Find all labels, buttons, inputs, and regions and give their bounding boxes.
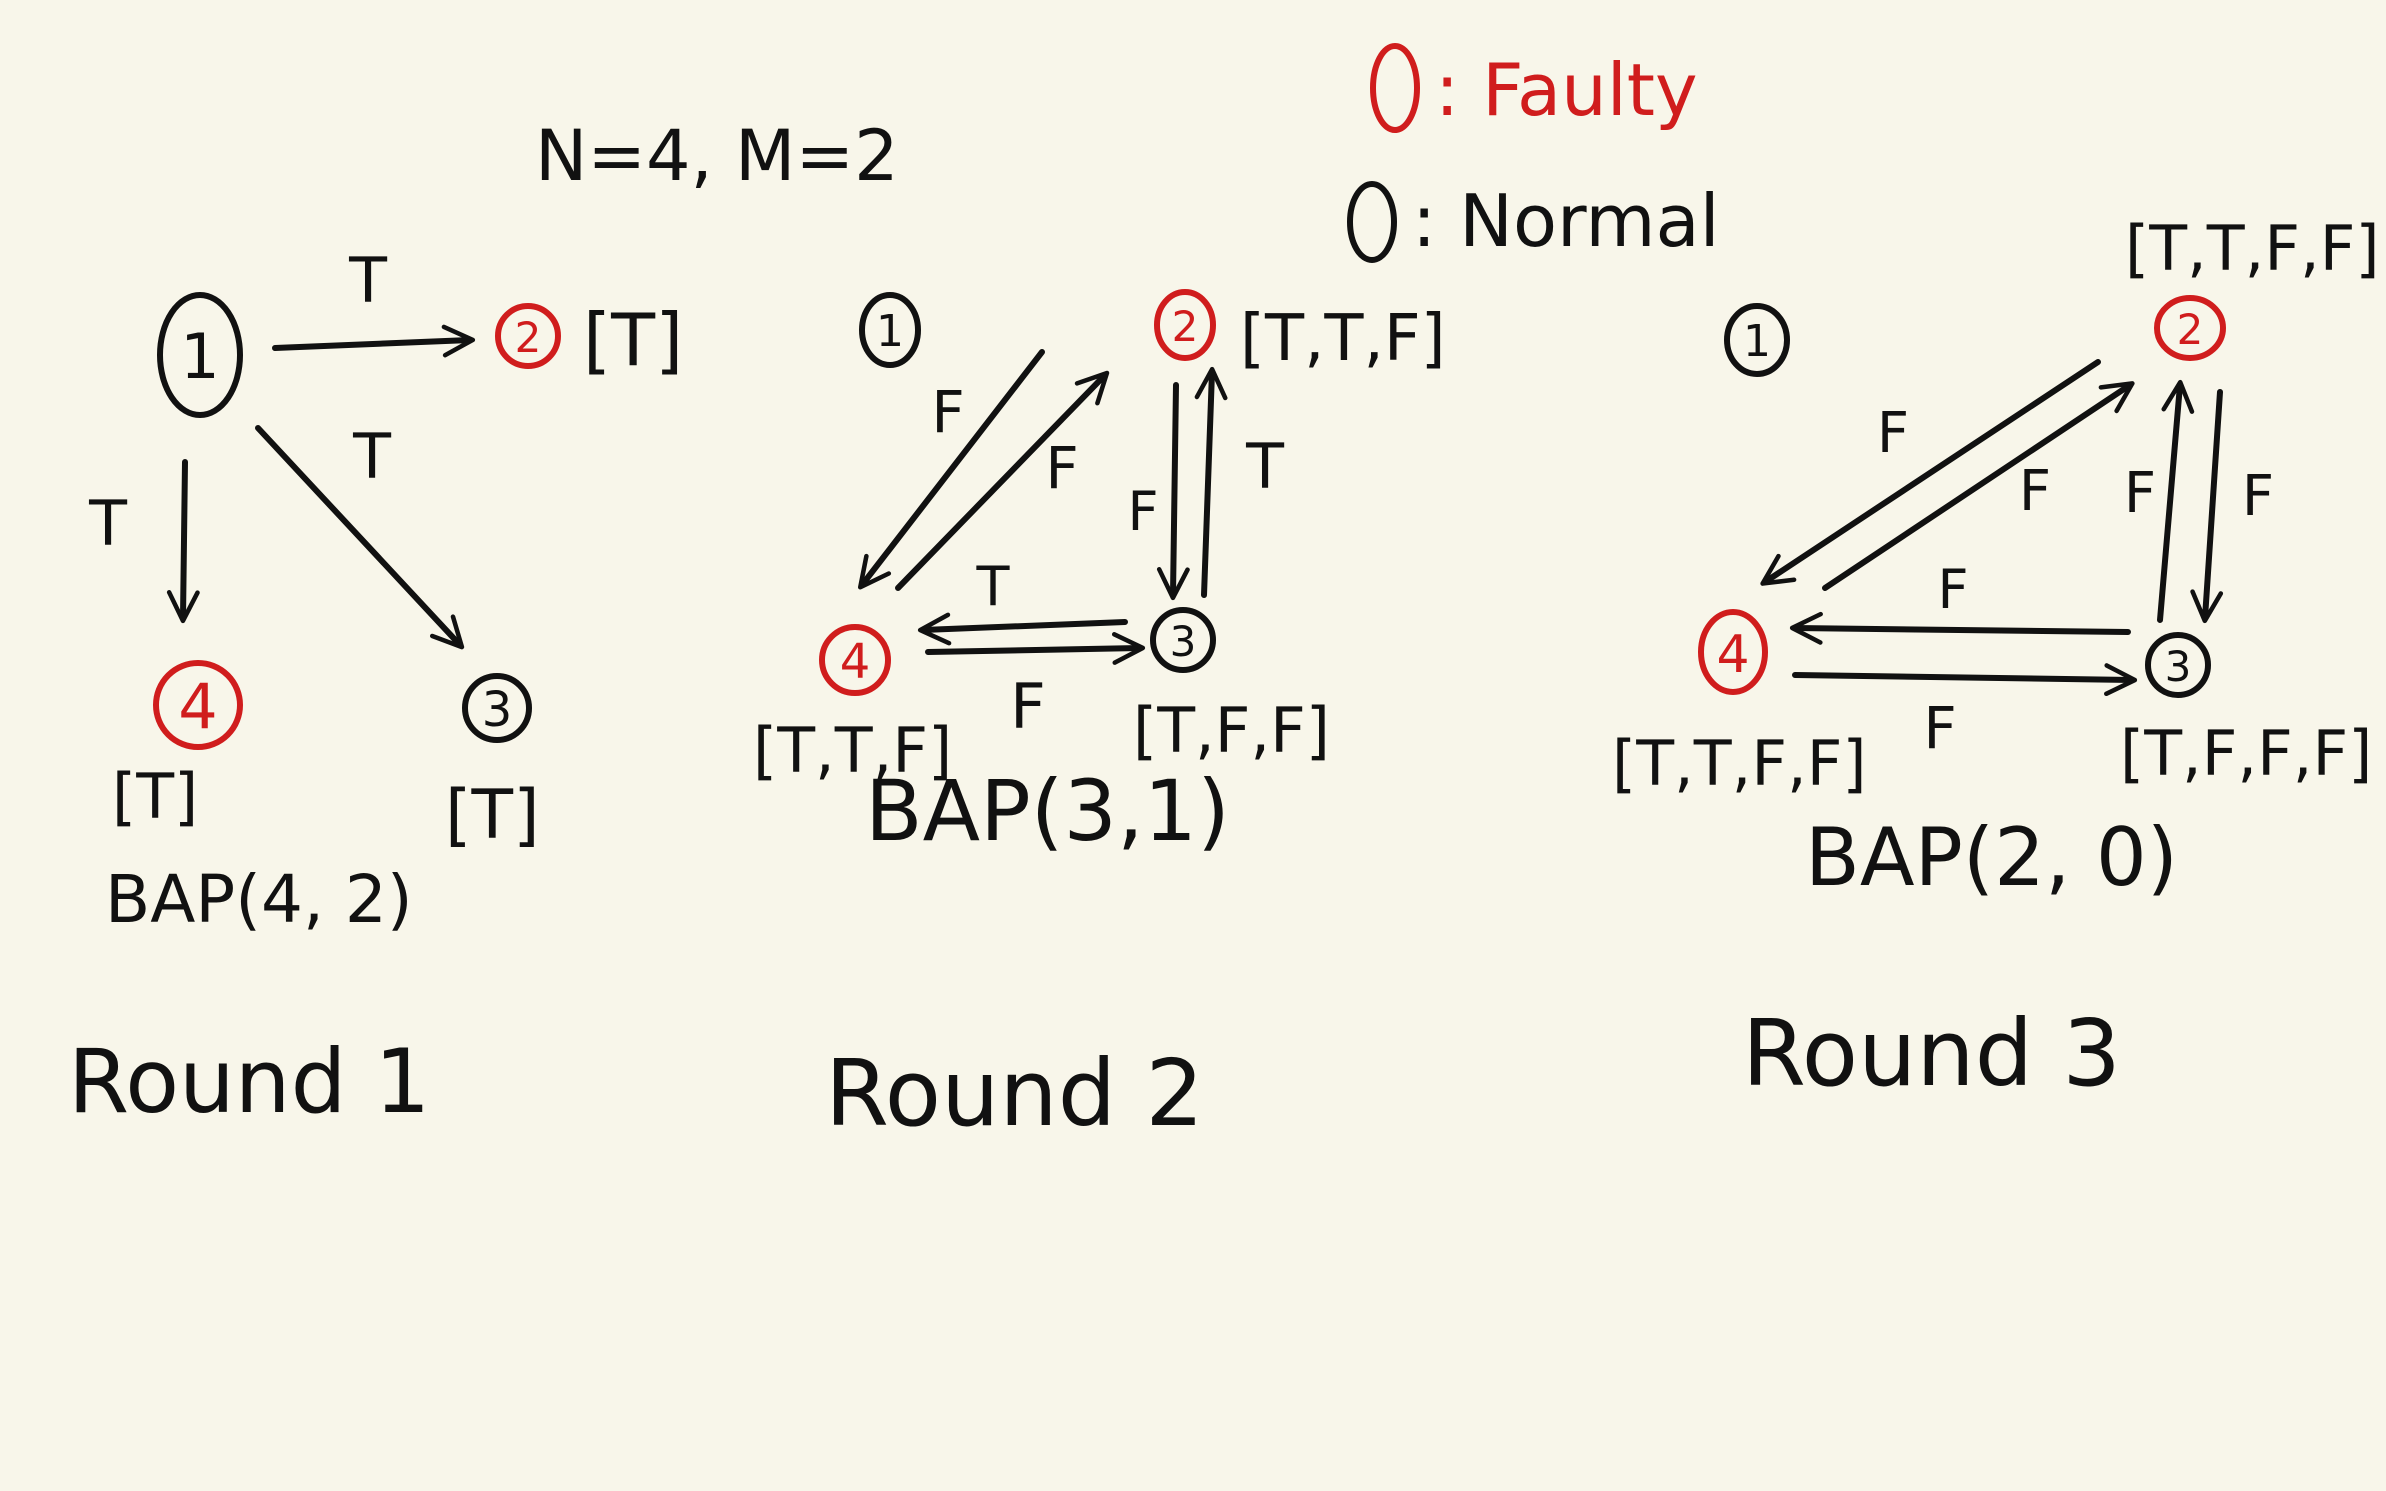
round-1-node-2-id: 2 (515, 313, 542, 362)
round-3-edge-2-to-4 (1760, 359, 2101, 586)
legend-normal-label: : Normal (1412, 179, 1720, 263)
legend-faulty-circle-icon (1370, 43, 1420, 133)
round-3-node-1-id: 1 (1743, 316, 1771, 367)
round-3-panel: 1 2 [T,T,F,F] 3 [T,F,F,F] 4 [T,T,F,F] F … (1612, 212, 2380, 1107)
round-2-edge-4-to-3-label: F (1010, 670, 1046, 743)
round-1-node-2-circle (495, 303, 561, 369)
round-2-node-4-circle (819, 624, 891, 696)
round-3-edge-4-to-3 (1792, 663, 2138, 697)
round-1-call: BAP(4, 2) (105, 861, 413, 938)
round-3-node-4-id: 4 (1716, 625, 1749, 685)
round-1-edge-1-to-2-label: T (348, 244, 388, 317)
round-1-node-1-id: 1 (180, 320, 219, 393)
round-3-node-2-circle (2154, 295, 2226, 361)
round-3-edge-3-to-4 (1789, 611, 2131, 645)
round-3-node-3-vector: [T,F,F,F] (2120, 717, 2372, 790)
round-1-edge-1-to-3-label: T (352, 420, 392, 493)
legend-faulty-label: : Faulty (1435, 48, 1698, 132)
round-3-node-2-vector: [T,T,F,F] (2125, 212, 2380, 285)
legend-normal-circle-icon (1347, 181, 1397, 263)
round-1-node-2-vector: [T] (583, 298, 683, 382)
round-2-edge-3-to-2-label: T (1245, 430, 1285, 503)
round-3-node-3-circle (2145, 632, 2211, 698)
round-1-node-4-vector: [T] (112, 760, 198, 833)
round-3-edge-2-to-3 (2190, 389, 2224, 624)
round-1-node-4-circle (153, 660, 243, 750)
round-3-edge-3-to-2-label: F (2124, 461, 2156, 526)
round-2-node-3-circle (1150, 607, 1216, 673)
round-1-edge-1-to-4-label: T (88, 487, 128, 560)
round-1-node-3-id: 3 (482, 682, 513, 738)
round-2-edge-4-to-2 (895, 370, 1110, 591)
round-3-node-3-id: 3 (2165, 642, 2192, 691)
round-1-node-3-circle (462, 673, 532, 743)
round-1-node-4-id: 4 (178, 670, 217, 743)
params-label: N=4, M=2 (535, 115, 899, 197)
round-3-call: BAP(2, 0) (1805, 811, 2178, 904)
round-2-node-3-id: 3 (1170, 617, 1197, 666)
round-3-node-2-id: 2 (2177, 305, 2204, 354)
round-1-label: Round 1 (68, 1030, 430, 1133)
round-3-node-4-circle (1698, 609, 1768, 695)
round-2-node-1-circle (859, 292, 921, 368)
round-2-node-4-vector: [T,T,F] (753, 714, 952, 787)
round-2-call: BAP(3,1) (865, 762, 1230, 860)
round-2-edge-3-to-4 (917, 612, 1128, 646)
round-2-edge-2-to-3-label: F (1127, 480, 1158, 543)
round-2-node-2-id: 2 (1172, 302, 1199, 351)
round-3-edge-2-to-4-label: F (1877, 401, 1909, 466)
round-1-edge-1-to-2 (272, 324, 476, 358)
round-3-label: Round 3 (1742, 1000, 2121, 1107)
round-3-edge-4-to-2 (1822, 381, 2135, 591)
round-1-edge-1-to-4 (166, 459, 200, 624)
round-3-edge-3-to-4-label: F (1937, 558, 1968, 621)
round-3-edge-3-to-2 (2157, 379, 2195, 623)
round-1-node-3-vector: [T] (445, 776, 540, 855)
round-2-node-2-vector: [T,T,F] (1240, 302, 1446, 376)
round-3-node-4-vector: [T,T,F,F] (1612, 727, 1867, 800)
round-2-node-1-id: 1 (876, 306, 904, 357)
round-1-node-1-circle (157, 292, 243, 418)
round-2-edge-2-to-4-label: F (931, 378, 964, 446)
round-3-node-1-circle (1724, 303, 1790, 377)
round-3-edge-4-to-2-label: F (2019, 459, 2051, 524)
round-3-edge-4-to-3-label: F (1923, 694, 1956, 762)
round-1-edge-1-to-3 (255, 425, 465, 650)
round-3-edge-2-to-3-label: F (2242, 464, 2274, 529)
round-2-node-2-circle (1154, 289, 1216, 361)
round-2-edge-4-to-3 (925, 632, 1146, 665)
round-2-node-3-vector: [T,F,F] (1133, 694, 1330, 767)
legend: : Faulty : Normal (1347, 43, 1720, 263)
round-1-panel: 1 2 [T] 3 [T] 4 [T] T T T BAP(4, 2) Roun… (68, 244, 683, 1133)
round-2-edge-2-to-3 (1156, 382, 1190, 601)
round-2-label: Round 2 (825, 1040, 1204, 1147)
round-2-edge-2-to-4 (858, 349, 1045, 590)
round-2-edge-3-to-4-label: T (976, 555, 1011, 618)
round-2-node-4-id: 4 (840, 634, 871, 690)
round-2-edge-3-to-2 (1194, 366, 1228, 598)
round-2-edge-4-to-2-label: F (1045, 434, 1078, 502)
round-2-panel: 1 2 [T,T,F] 3 [T,F,F] 4 [T,T,F] F F F T … (753, 289, 1446, 1147)
